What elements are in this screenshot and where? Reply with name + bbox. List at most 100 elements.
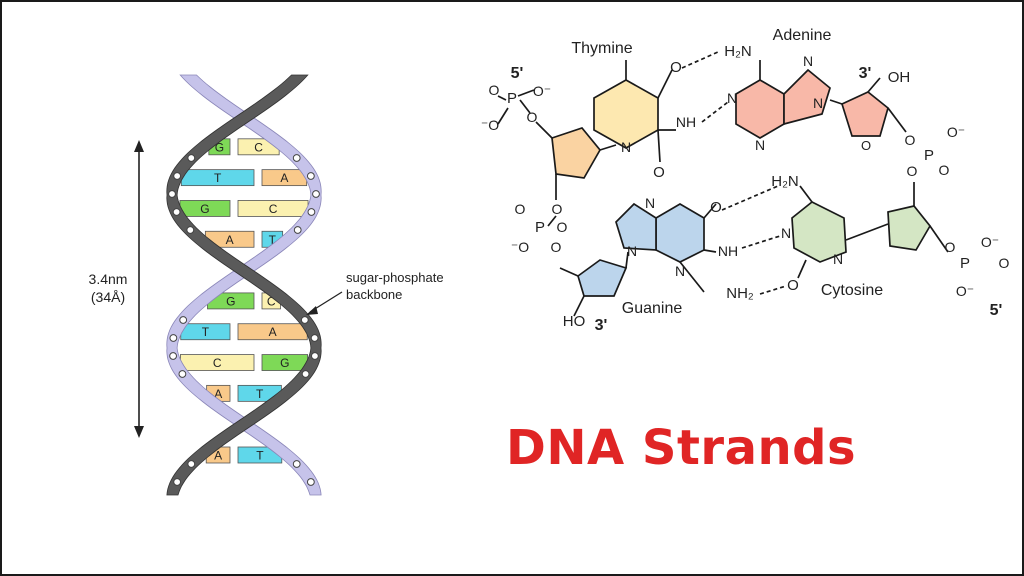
atom-label: OH — [888, 69, 911, 86]
base-label: T — [269, 233, 277, 247]
measure-arrow-head-bottom — [134, 426, 144, 438]
backbone-label-line1: sugar-phosphate — [346, 270, 444, 285]
base-label: A — [214, 387, 222, 401]
base-label: C — [267, 294, 276, 308]
atom-label: O⁻ — [981, 234, 999, 250]
hydrogen-bond — [721, 185, 779, 211]
atom-label: N — [645, 195, 655, 211]
guanine-label: Guanine — [622, 300, 683, 317]
cytosine-label: Cytosine — [821, 282, 883, 299]
base-label: G — [280, 356, 289, 370]
base-label: G — [226, 294, 235, 308]
base-label: G — [215, 140, 224, 154]
base-label: C — [254, 140, 263, 154]
phosphate-dot — [187, 460, 196, 468]
sugar-bottom-left — [577, 259, 628, 297]
atom-label: O⁻ — [533, 83, 551, 99]
atom-label: O — [489, 82, 500, 98]
phosphate-dot — [169, 334, 178, 342]
atom-label: N — [675, 263, 685, 279]
atom-label: O — [939, 162, 950, 178]
bond — [703, 203, 717, 219]
phosphate-dot — [311, 352, 319, 360]
atom-label: O — [670, 59, 682, 76]
atom-label: O — [907, 163, 918, 179]
atom-label: O — [552, 201, 563, 217]
measure-arrow-head-top — [134, 140, 144, 152]
phosphate-dot — [179, 316, 188, 324]
bond — [547, 215, 557, 227]
guanine-ring-5 — [615, 202, 657, 251]
phosphate-dot — [169, 352, 177, 360]
atom-label: H₂N — [771, 173, 799, 190]
atom-label: O — [945, 239, 956, 255]
atom-label: N — [755, 137, 765, 153]
bond — [887, 107, 907, 133]
phosphate-dot — [168, 190, 176, 198]
atom-label: O — [653, 164, 665, 181]
bond — [845, 223, 889, 241]
atom-label: P — [507, 90, 517, 107]
atom-label: ⁻O — [511, 239, 529, 255]
base-label: C — [213, 356, 222, 370]
bond — [519, 99, 531, 114]
five-prime-label-bottom: 5' — [990, 302, 1003, 319]
phosphate-dots — [168, 154, 320, 486]
page-title: DNA Strands — [506, 420, 857, 476]
bond — [497, 95, 507, 101]
adenine-ring-5 — [783, 68, 831, 126]
bond — [929, 225, 949, 253]
phosphate-dot — [306, 172, 315, 180]
atom-label: N — [781, 225, 791, 241]
phosphate-dot — [312, 190, 320, 198]
atom-label: H₂N — [724, 43, 752, 60]
bond — [797, 259, 807, 279]
backbone-pointer-head — [306, 306, 318, 315]
five-prime-label: 5' — [511, 65, 524, 82]
atom-label: P — [960, 255, 970, 272]
bond — [657, 69, 673, 99]
bond — [535, 121, 553, 139]
atom-label: N — [813, 95, 823, 111]
phosphate-dot — [172, 208, 181, 216]
bond — [559, 267, 579, 277]
sugar-phosphate-backbone — [166, 74, 322, 496]
atom-label: O⁻ — [947, 124, 965, 140]
backbone-label-line2: backbone — [346, 287, 402, 302]
bond — [625, 251, 629, 269]
phosphate-dot — [187, 154, 196, 162]
atom-label: N — [621, 139, 631, 155]
bond — [867, 77, 881, 93]
atom-label: P — [535, 219, 545, 236]
atom-label: O — [551, 239, 562, 255]
bond — [497, 107, 509, 125]
sugar-top-left — [551, 127, 602, 179]
phosphate-dot — [301, 370, 310, 378]
atom-label: O⁻ — [956, 283, 974, 299]
adenine-label: Adenine — [773, 27, 832, 44]
cytosine-ring — [791, 200, 847, 263]
atom-label: O — [787, 277, 799, 294]
atom-label: N — [727, 90, 737, 106]
atom-label: P — [924, 147, 934, 164]
bond — [679, 261, 705, 293]
bond — [703, 249, 717, 253]
atom-label: HO — [563, 313, 586, 330]
phosphate-dot — [186, 226, 195, 234]
thymine-label: Thymine — [571, 40, 632, 57]
bond — [517, 89, 535, 97]
phosphate-dot — [292, 460, 301, 468]
base-label: T — [256, 387, 264, 401]
phosphate-dot — [292, 154, 301, 162]
atom-label: N — [833, 251, 843, 267]
measure-label: 3.4nm — [89, 271, 128, 287]
atom-label: O — [861, 138, 871, 153]
atom-label: NH₂ — [726, 285, 754, 302]
atom-label: N — [803, 53, 813, 69]
atom-label: NH — [676, 114, 696, 130]
sugar-top-right — [840, 91, 889, 137]
three-prime-label: 3' — [859, 65, 872, 82]
